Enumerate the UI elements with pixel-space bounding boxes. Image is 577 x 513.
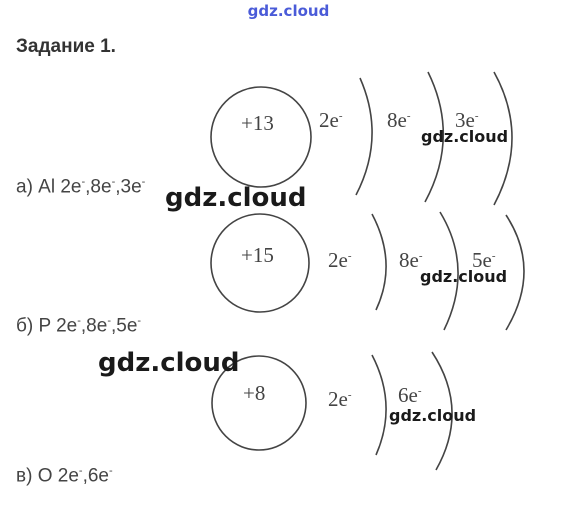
answer-sup: -: [77, 315, 81, 327]
answer-line-al: а) Al 2e-,8e-,3e-: [16, 176, 145, 198]
shell-text: 8e: [387, 108, 407, 132]
shell-label-al-3: 3e-: [455, 108, 479, 133]
answer-line-p: б) P 2e-,8e-,5e-: [16, 315, 141, 337]
shell-sup: -: [347, 389, 352, 401]
shell-arc-p-1: [371, 213, 387, 311]
shell-label-p-1: 2e-: [328, 248, 352, 273]
shell-sup: -: [474, 110, 479, 122]
shell-label-al-2: 8e-: [387, 108, 411, 133]
shell-sup: -: [406, 110, 411, 122]
shell-text: 2e: [328, 387, 348, 411]
shell-text: 3e: [455, 108, 475, 132]
shell-arc-al-3: [493, 71, 513, 206]
answer-text: б) P 2e: [16, 315, 78, 337]
nucleus-circle-al: [210, 86, 312, 188]
watermark: gdz.cloud: [98, 348, 240, 378]
answer-text: в) O 2e: [16, 465, 79, 487]
shell-arc-p-3: [505, 214, 525, 331]
watermark: gdz.cloud: [421, 127, 509, 146]
answer-sup: -: [78, 465, 83, 477]
watermark: gdz.cloud: [389, 406, 477, 425]
answer-sup: -: [109, 465, 113, 477]
answer-text: ,5e: [111, 315, 138, 337]
watermark: gdz.cloud: [420, 267, 508, 286]
shell-sup: -: [491, 250, 496, 262]
answer-sup: -: [137, 315, 142, 327]
shell-label-o-1: 2e-: [328, 387, 352, 412]
shell-sup: -: [418, 250, 423, 262]
answer-text: ,8e: [80, 315, 108, 337]
task-title: Задание 1.: [16, 36, 116, 57]
shell-sup: -: [347, 250, 352, 262]
shell-label-al-1: 2e-: [319, 108, 343, 133]
shell-label-p-2: 8e-: [399, 248, 423, 273]
shell-arc-al-2: [424, 71, 445, 203]
shell-text: 5e: [472, 248, 492, 272]
shell-label-p-3: 5e-: [472, 248, 496, 273]
shell-text: 2e: [328, 248, 348, 272]
nucleus-charge-al: +13: [241, 111, 274, 135]
answer-text: ,8e: [85, 176, 112, 198]
nucleus-circle-p: [210, 213, 310, 313]
site-header: gdz.cloud: [247, 2, 330, 20]
nucleus-circle-o: [211, 355, 307, 451]
answer-sup: -: [141, 176, 146, 188]
answer-sup: -: [81, 176, 86, 188]
shell-label-o-2: 6e-: [398, 383, 422, 408]
shell-arc-al-1: [355, 77, 373, 196]
watermark: gdz.cloud: [165, 183, 307, 213]
shell-text: 6e: [398, 383, 418, 407]
shell-arc-p-2: [439, 211, 459, 331]
shell-sup: -: [338, 110, 343, 122]
answer-text: а) Al 2e: [16, 176, 82, 198]
shell-arc-o-2: [431, 351, 453, 471]
nucleus-charge-o: +8: [243, 381, 266, 405]
shell-arc-o-1: [371, 354, 387, 456]
answer-line-o: в) O 2e-,6e-: [16, 465, 113, 487]
shell-sup: -: [417, 385, 422, 397]
answer-text: ,3e: [115, 176, 142, 198]
answer-sup: -: [107, 315, 111, 327]
shell-text: 2e: [319, 108, 339, 132]
answer-text: ,6e: [82, 465, 109, 487]
answer-sup: -: [111, 176, 116, 188]
nucleus-charge-p: +15: [241, 243, 274, 267]
shell-text: 8e: [399, 248, 419, 272]
